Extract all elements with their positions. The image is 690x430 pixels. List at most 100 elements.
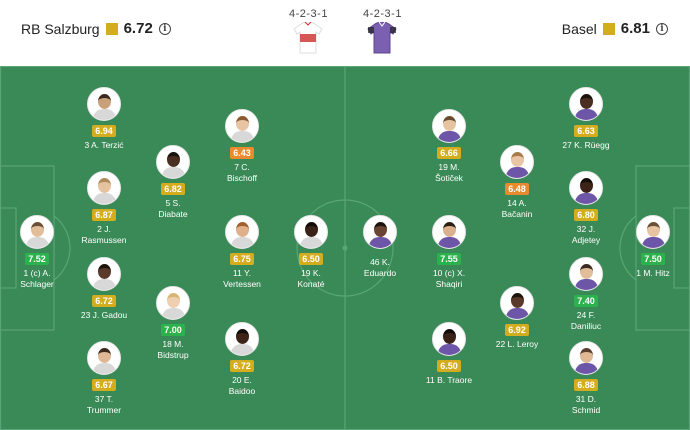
player-rating: 6.50 xyxy=(437,360,461,372)
player-terzic[interactable]: 6.94 3 A. Terzić xyxy=(64,87,144,150)
player-photo xyxy=(569,341,603,375)
away-formation: 4-2-3-1 xyxy=(363,8,402,20)
player-name: 20 E. xyxy=(232,375,252,385)
player-name-second-line: Šotiček xyxy=(435,173,463,183)
player-name: 3 A. Terzić xyxy=(84,140,124,150)
player-name: 11 Y. xyxy=(233,268,251,278)
home-team-summary[interactable]: RB Salzburg 6.72 i xyxy=(21,20,171,37)
rating-square-icon xyxy=(602,22,615,35)
home-formation: 4-2-3-1 xyxy=(289,8,328,20)
player-photo xyxy=(87,257,121,291)
player-baidoo[interactable]: 6.72 20 E.Baidoo xyxy=(202,322,282,396)
player-name-second-line: Eduardo xyxy=(363,268,397,278)
player-photo xyxy=(87,171,121,205)
player-name: 22 L. Leroy xyxy=(495,339,539,349)
player-name-second-line: Rasmussen xyxy=(81,235,127,245)
player-rating: 7.40 xyxy=(574,295,598,307)
player-name: 1 M. Hitz xyxy=(636,268,670,278)
player-name: 5 S. xyxy=(165,198,181,208)
player-photo xyxy=(87,341,121,375)
player-trummer[interactable]: 6.67 37 T.Trummer xyxy=(64,341,144,415)
player-photo xyxy=(294,215,328,249)
player-rating: 6.94 xyxy=(92,125,116,137)
player-name: 18 M. xyxy=(162,339,184,349)
player-rating: 6.66 xyxy=(437,147,461,159)
player-name: 10 (c) X. xyxy=(432,268,466,278)
player-name-second-line: Shaqiri xyxy=(435,279,463,289)
player-name: 23 J. Gadou xyxy=(80,310,128,320)
player-photo xyxy=(87,87,121,121)
player-photo xyxy=(432,215,466,249)
player-rating: 6.50 xyxy=(299,253,323,265)
player-name: 31 D. xyxy=(575,394,597,404)
player-rating: 6.72 xyxy=(230,360,254,372)
player-traore[interactable]: 6.50 11 B. Traore xyxy=(409,322,489,385)
player-name: 19 K. xyxy=(301,268,321,278)
player-adjetey[interactable]: 6.80 32 J.Adjetey xyxy=(546,171,626,245)
player-rating: 6.72 xyxy=(92,295,116,307)
player-bacanin[interactable]: 6.48 14 A.Bačanin xyxy=(477,145,557,219)
player-name-second-line: Bischoff xyxy=(226,173,258,183)
player-name: 2 J. xyxy=(97,224,111,234)
player-rating: 7.52 xyxy=(25,253,49,265)
player-name: 1 (c) A. xyxy=(23,268,51,278)
away-team-name: Basel xyxy=(561,20,597,37)
home-team-name: RB Salzburg xyxy=(21,20,100,37)
player-name: 14 A. xyxy=(507,198,527,208)
player-photo xyxy=(569,87,603,121)
player-name-second-line: Schmid xyxy=(571,405,601,415)
rating-square-icon xyxy=(105,22,118,35)
info-icon[interactable]: i xyxy=(158,22,171,35)
player-rating: 6.87 xyxy=(92,209,116,221)
player-hitz[interactable]: 7.50 1 M. Hitz xyxy=(613,215,690,278)
player-name-second-line: Konaté xyxy=(297,279,325,289)
player-rating: 6.48 xyxy=(505,183,529,195)
player-eduardo[interactable]: 46 K.Eduardo xyxy=(340,215,420,278)
player-name-second-line: Adjetey xyxy=(571,235,601,245)
player-name-second-line: Schlager xyxy=(20,279,54,289)
player-rating: 6.63 xyxy=(574,125,598,137)
player-schlager[interactable]: 7.52 1 (c) A.Schlager xyxy=(0,215,77,289)
away-shirt-icon xyxy=(367,22,397,54)
player-rating: 6.82 xyxy=(161,183,185,195)
player-photo xyxy=(20,215,54,249)
player-name: 19 M. xyxy=(438,162,460,172)
player-leroy[interactable]: 6.92 22 L. Leroy xyxy=(477,286,557,349)
player-rating: 7.50 xyxy=(641,253,665,265)
player-photo xyxy=(432,109,466,143)
player-rating: 6.67 xyxy=(92,379,116,391)
player-name: 37 T. xyxy=(94,394,114,404)
player-konate[interactable]: 6.50 19 K.Konaté xyxy=(271,215,351,289)
player-name: 11 B. Traore xyxy=(425,375,473,385)
player-photo xyxy=(363,215,397,249)
home-shirt-icon xyxy=(293,22,323,54)
away-team-summary[interactable]: Basel 6.81 i xyxy=(562,20,668,37)
player-name: 32 J. xyxy=(576,224,596,234)
player-photo xyxy=(156,145,190,179)
player-rating: 6.92 xyxy=(505,324,529,336)
player-rasmussen[interactable]: 6.87 2 J.Rasmussen xyxy=(64,171,144,245)
home-team-rating: 6.72 xyxy=(123,20,153,37)
player-photo xyxy=(636,215,670,249)
player-rating: 6.80 xyxy=(574,209,598,221)
player-rating: 6.43 xyxy=(230,147,254,159)
player-name-second-line: Trummer xyxy=(86,405,122,415)
player-photo xyxy=(225,215,259,249)
player-rating: 6.75 xyxy=(230,253,254,265)
player-sotocek[interactable]: 6.66 19 M.Šotiček xyxy=(409,109,489,183)
player-name-second-line: Diabate xyxy=(158,209,188,219)
away-team-rating: 6.81 xyxy=(620,20,650,37)
player-gadou[interactable]: 6.72 23 J. Gadou xyxy=(64,257,144,320)
info-icon[interactable]: i xyxy=(656,22,668,35)
player-diabate[interactable]: 6.82 5 S.Diabate xyxy=(133,145,213,219)
player-name-second-line: Bačanin xyxy=(501,209,533,219)
player-name-second-line: Baidoo xyxy=(228,386,256,396)
